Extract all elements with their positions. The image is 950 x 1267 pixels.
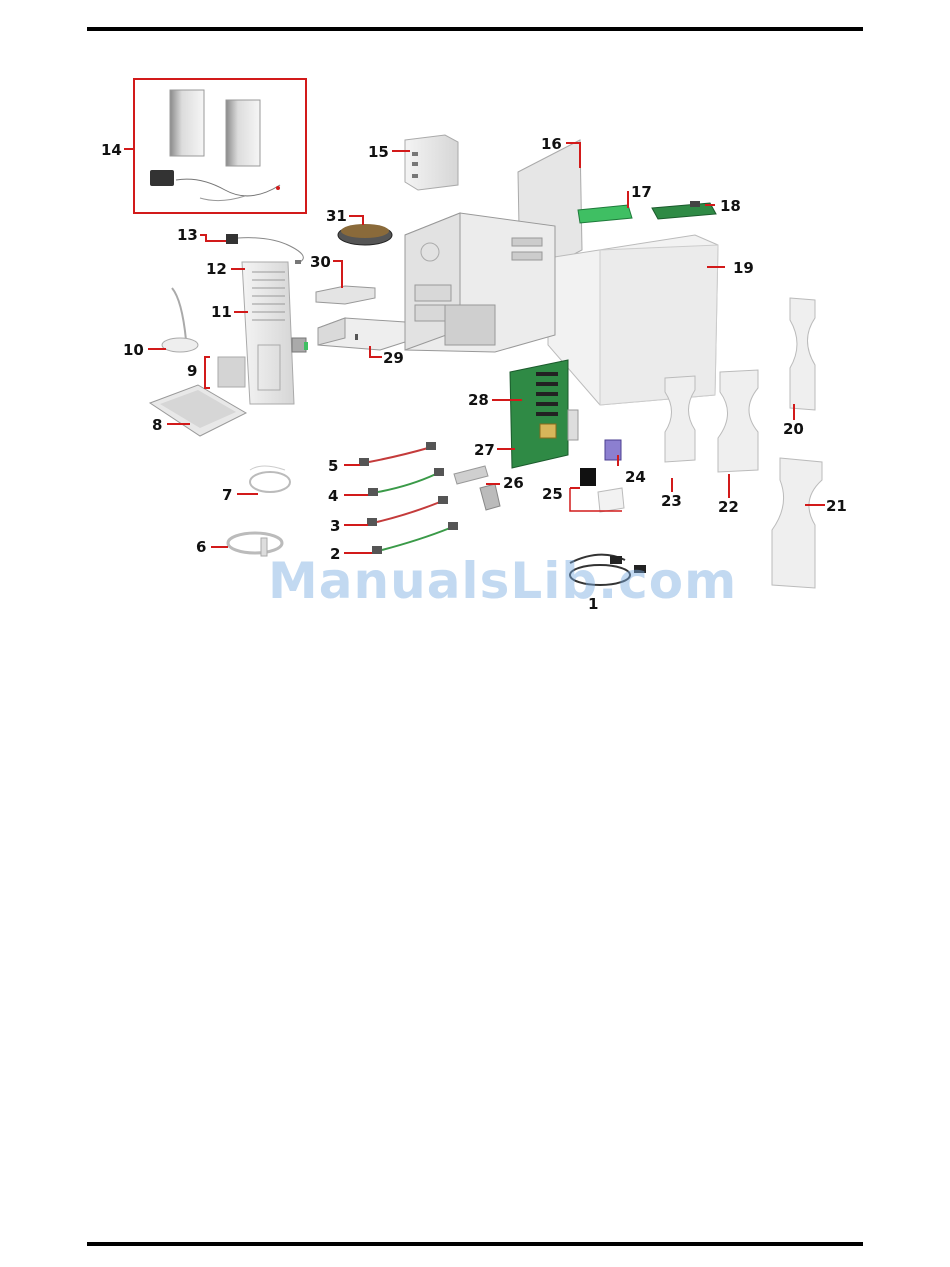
callout-14: 14	[101, 141, 122, 159]
fan-assembly	[226, 234, 303, 264]
callout-28: 28	[468, 391, 489, 409]
callout-9: 9	[187, 362, 197, 380]
cdrom-drive	[318, 318, 405, 350]
callout-16: 16	[541, 135, 562, 153]
cable-2	[372, 522, 458, 554]
callout-29: 29	[383, 349, 404, 367]
expansion-card	[578, 205, 632, 223]
filter-panel	[218, 357, 245, 387]
diskette-drive	[316, 286, 375, 304]
callout-15: 15	[368, 143, 389, 161]
callout-11: 11	[211, 303, 232, 321]
callout-17: 17	[631, 183, 652, 201]
ribbon-cable-22	[718, 370, 758, 472]
callout-27: 27	[474, 441, 495, 459]
chassis	[405, 213, 555, 352]
system-board	[510, 360, 578, 468]
cable-4	[368, 468, 444, 496]
ribbon-cable-21	[772, 458, 822, 588]
callout-6: 6	[196, 538, 206, 556]
io-plate	[454, 466, 488, 484]
callout-24: 24	[625, 468, 646, 486]
processor	[570, 468, 624, 512]
mouse-cable	[250, 466, 290, 492]
callout-10: 10	[123, 341, 144, 359]
callout-30: 30	[310, 253, 331, 271]
callout-22: 22	[718, 498, 739, 516]
processor-fan	[338, 224, 392, 245]
front-bezel	[242, 262, 308, 404]
ribbon-cable-20	[790, 298, 815, 410]
microphone	[162, 288, 198, 352]
ribbon-cable-23	[665, 376, 695, 462]
callout-21: 21	[826, 497, 847, 515]
cable-3	[367, 496, 448, 526]
keyboard	[150, 385, 246, 436]
callout-19: 19	[733, 259, 754, 277]
riser-board	[652, 201, 716, 219]
callout-3: 3	[330, 517, 340, 535]
callout-18: 18	[720, 197, 741, 215]
callout-13: 13	[177, 226, 198, 244]
watermark: ManualsLib.com	[268, 552, 737, 610]
callout-25: 25	[542, 485, 563, 503]
callout-20: 20	[783, 420, 804, 438]
callout-23: 23	[661, 492, 682, 510]
callout-31: 31	[326, 207, 347, 225]
callout-7: 7	[222, 486, 232, 504]
callout-5: 5	[328, 457, 338, 475]
cable-5	[359, 442, 436, 466]
callout-26: 26	[503, 474, 524, 492]
drive-bracket	[405, 135, 458, 190]
callout-8: 8	[152, 416, 162, 434]
speaker-kit	[134, 79, 306, 213]
callout-12: 12	[206, 260, 227, 278]
callout-4: 4	[328, 487, 338, 505]
